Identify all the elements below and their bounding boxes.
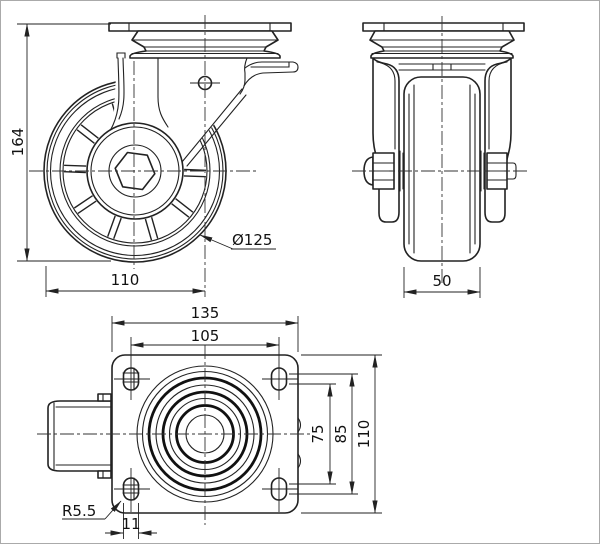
dimension-overall-height: 164 [9,23,111,262]
front-top-plate [108,22,292,32]
dimension-wheel-diameter: Ø125 [199,231,276,250]
dimension-plate-length: 135 [111,304,299,352]
front-centerlines [29,15,259,297]
dimension-plate-width: 110 [301,354,382,514]
dim-label-d125: Ø125 [232,231,272,249]
top-view: 135 105 75 85 110 [37,304,382,539]
front-view: 164 110 Ø125 [9,15,299,297]
side-view: 50 [352,16,530,298]
dimension-slot-width: 11 [105,503,157,539]
dimension-hole-spacing: 105 [130,327,280,348]
dimension-wheel-width: 50 [403,267,481,298]
dimension-slot-span-inner: 75 [289,383,336,485]
dim-label-85: 85 [332,424,350,443]
dim-label-75: 75 [309,424,327,443]
dim-label-105: 105 [191,327,220,345]
side-top-plate [362,22,525,32]
dim-label-110-front: 110 [111,271,140,289]
top-wheel-protrusion [47,393,112,479]
side-centerlines [352,16,530,284]
dim-label-50: 50 [432,272,451,290]
dimension-swivel-offset: 110 [45,266,206,297]
dim-label-164: 164 [9,128,27,157]
dimension-slot-radius: R5.5 [62,500,122,520]
dim-label-11: 11 [121,515,140,533]
dim-label-110-top: 110 [355,420,373,449]
dimension-slot-span-outer: 85 [289,373,358,495]
side-wheel [403,76,481,262]
dim-label-135: 135 [191,304,220,322]
dim-label-r55: R5.5 [62,502,96,520]
front-fork-diagonal [181,57,299,167]
top-centerlines [37,337,313,525]
